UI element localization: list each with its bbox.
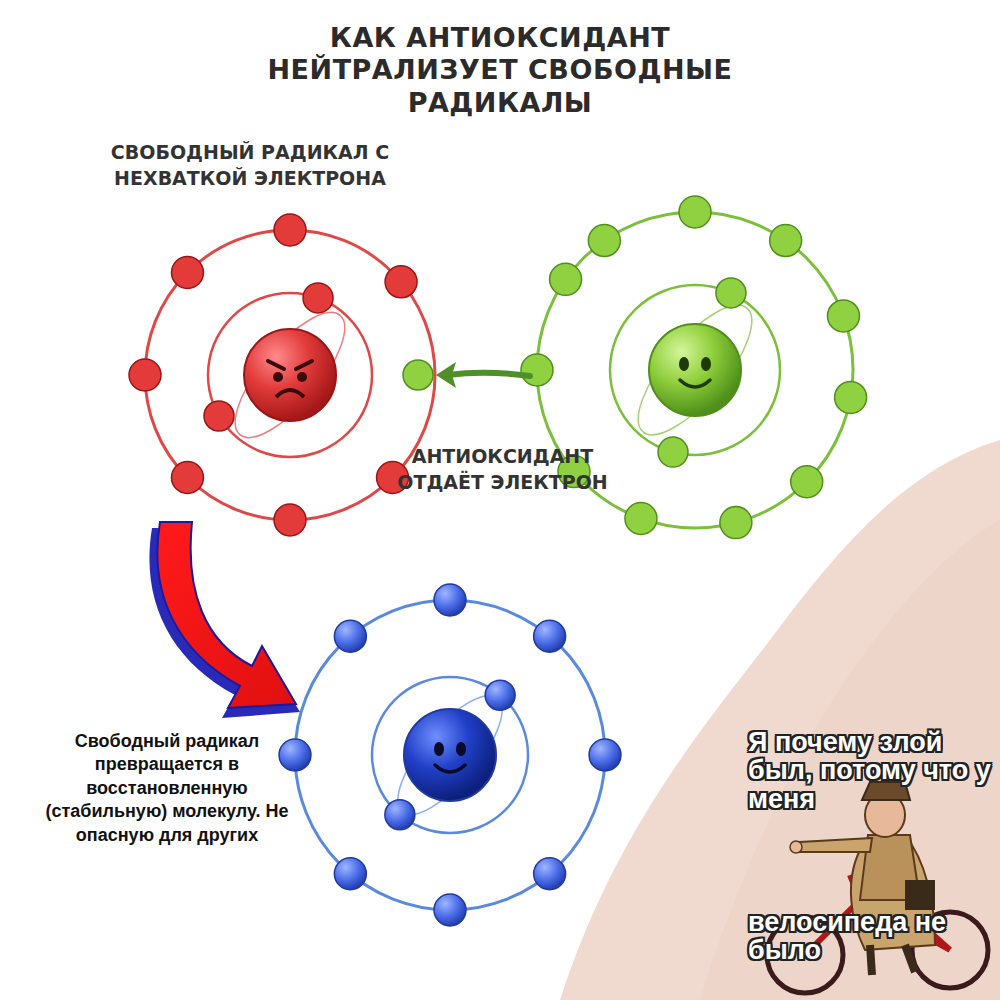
meme-text: велосипеда не было [748,908,958,965]
orbit [145,230,435,520]
transform-arrow [157,522,296,708]
electron [204,401,234,431]
electron [434,584,466,616]
transfer-arrow [448,373,530,376]
meme-text: Я почему злой был, потому что у меня [748,728,998,813]
orbit-ellipse [218,297,362,453]
electron [588,225,620,257]
face [456,742,466,756]
electron [171,462,203,494]
radical-label: СВОБОДНЫЙ РАДИКАЛ С НЕХВАТКОЙ ЭЛЕКТРОНА [110,140,390,191]
face [434,742,444,756]
electron [274,504,306,536]
electron [534,858,566,890]
nucleus [404,709,496,801]
electron [171,256,203,288]
transfer-label: АНТИОКСИДАНТ ОТДАЁТ ЭЛЕКТРОН [395,444,610,495]
electron [385,266,417,298]
electron [334,620,366,652]
electron [550,263,582,295]
face [435,765,465,772]
electron [129,359,161,391]
face [680,380,710,387]
electron [625,502,657,534]
electron [716,278,746,308]
electron [521,354,553,386]
electron [827,300,859,332]
orbit [610,285,780,455]
face [268,361,312,369]
orbit [372,677,528,833]
electron [274,214,306,246]
face [679,357,689,371]
orbit [208,293,372,457]
electron [279,739,311,771]
electron [835,381,867,413]
nucleus [649,324,741,416]
electron [791,466,823,498]
electron [334,858,366,890]
face [273,372,283,382]
electron [720,507,752,539]
electron [485,680,515,710]
title: КАК АНТИОКСИДАНТ НЕЙТРАЛИЗУЕТ СВОБОДНЫЕ … [200,22,800,119]
face [701,357,711,371]
electron [679,196,711,228]
electron [385,800,415,830]
transfer-arrowhead [436,362,456,388]
electron [770,225,802,257]
nucleus [244,329,336,421]
orbit-ellipse [381,681,518,830]
electron [303,283,333,313]
electron [434,894,466,926]
electron [534,620,566,652]
caption-text: Свободный радикал превращается в восстан… [28,730,306,847]
pink-blob-inner [700,520,1000,1000]
face [276,390,304,397]
orbit-ellipse [620,289,769,451]
transferred-electron [403,360,433,390]
electron [658,437,688,467]
pink-blob [560,440,1000,1000]
face [297,372,307,382]
orbit [295,600,605,910]
electron [589,739,621,771]
